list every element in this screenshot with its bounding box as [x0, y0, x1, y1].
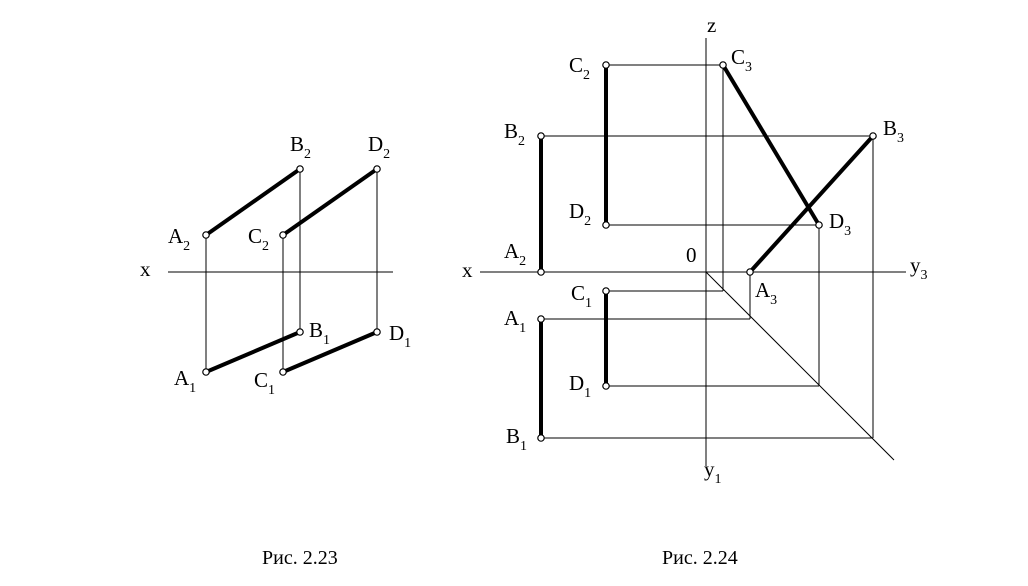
- label-a2: A2: [168, 224, 190, 254]
- label-c2-right: C2: [569, 53, 590, 83]
- point-a3: [746, 268, 754, 276]
- segment-a2-b2: [204, 167, 302, 237]
- label-b1-right: B1: [506, 424, 527, 454]
- point-a1: [202, 368, 210, 376]
- segment-c3-d3: [721, 63, 821, 227]
- label-c1: C1: [254, 368, 275, 398]
- label-d2-right: D2: [569, 199, 591, 229]
- segment-c1-d1: [282, 330, 378, 374]
- label-d2: D2: [368, 132, 390, 162]
- point-c2: [279, 231, 287, 239]
- point-c2-right: [602, 61, 610, 69]
- axis-z-label: z: [707, 13, 716, 37]
- point-d1-right: [602, 382, 610, 390]
- point-b1-right: [537, 434, 545, 442]
- label-b2-right: B2: [504, 119, 525, 149]
- label-a3: A3: [755, 278, 777, 308]
- axis-y3-label: y3: [910, 253, 928, 283]
- origin-label: 0: [686, 243, 697, 267]
- point-a1-right: [537, 315, 545, 323]
- axis-y1-label: y1: [704, 457, 722, 487]
- point-c1-right: [602, 287, 610, 295]
- point-d2: [373, 165, 381, 173]
- label-b1: B1: [309, 318, 330, 348]
- label-a2-right: A2: [504, 239, 526, 269]
- point-d3: [815, 221, 823, 229]
- caption-left: Рис. 2.23: [262, 547, 338, 569]
- point-b1: [296, 328, 304, 336]
- point-b3: [869, 132, 877, 140]
- label-a1-right: A1: [504, 306, 526, 336]
- point-c1: [279, 368, 287, 376]
- label-d3: D3: [829, 209, 851, 239]
- label-d1-right: D1: [569, 371, 591, 401]
- axis-x-label: x: [140, 257, 151, 281]
- segment-a3-b3: [748, 134, 875, 274]
- point-a2: [202, 231, 210, 239]
- point-d2-right: [602, 221, 610, 229]
- point-d1: [373, 328, 381, 336]
- axis-x-label-right: x: [462, 258, 473, 282]
- figure-2-24: z x 0 y3 y1 C2 C3 B2 B3 D2 D3 A2 A3 C1 A…: [462, 13, 928, 569]
- point-c3: [719, 61, 727, 69]
- label-c1-right: C1: [571, 281, 592, 311]
- label-c3: C3: [731, 45, 752, 75]
- segment-c2-d2: [281, 167, 379, 237]
- label-d1: D1: [389, 321, 411, 351]
- label-c2: C2: [248, 224, 269, 254]
- constant-line-45deg: [705, 271, 895, 461]
- point-b2-right: [537, 132, 545, 140]
- figure-2-23: x B2 D2 A2 C2 B1 D1 A1 C1 Рис. 2.23: [140, 132, 411, 569]
- point-b2: [296, 165, 304, 173]
- label-b2: B2: [290, 132, 311, 162]
- label-b3: B3: [883, 116, 904, 146]
- point-a2-right: [537, 268, 545, 276]
- label-a1: A1: [174, 366, 196, 396]
- caption-right: Рис. 2.24: [662, 547, 738, 569]
- segment-a1-b1: [205, 330, 301, 374]
